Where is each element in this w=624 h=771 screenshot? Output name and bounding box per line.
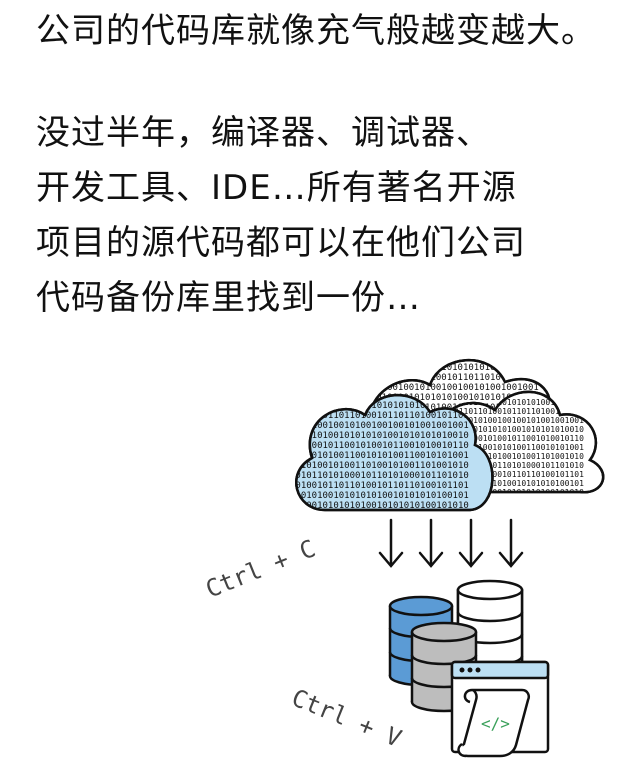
binary-text-row: 010101001010101010010101010100101 xyxy=(290,491,469,501)
binary-text-row: 101001011011010010110110100101101 xyxy=(360,373,539,383)
binary-text-row: 001011010100010110101000101101010 xyxy=(425,461,584,470)
binary-text-row: 010010101010100101010101001010101 xyxy=(290,401,469,411)
text-line: 开发工具、IDE…所有著名开源 xyxy=(36,168,517,208)
arrow-down-icon xyxy=(458,518,484,568)
binary-text-row: 101001010101010010101010100101010 xyxy=(290,501,469,511)
binary-text-row: 010010010010100100100101001001001 xyxy=(425,416,584,425)
copy-shortcut-label: Ctrl + C xyxy=(202,534,320,603)
binary-text-row: 010010101010100101010101001010101 xyxy=(360,363,539,373)
cloud-left: 0100101010101001010101010010101011010010… xyxy=(290,393,494,512)
binary-text-row: 010010010010100100100101001001001 xyxy=(360,383,539,393)
text-line: 公司的代码库就像充气般越变越大。 xyxy=(36,11,596,51)
code-tag-label: </> xyxy=(481,714,510,733)
binary-text-row: 010101001010101010010101010100101 xyxy=(425,479,584,488)
binary-text-row: 010100101100101001011001010010110 xyxy=(290,441,469,451)
main-paragraph: 没过半年，编译器、调试器、 开发工具、IDE…所有著名开源 项目的源代码都可以在… xyxy=(36,106,526,326)
binary-text-row: 010010101010100101010101001010101 xyxy=(425,398,584,407)
binary-text-row: 101001011011010010110110100101101 xyxy=(290,411,469,421)
binary-text-row: 010010010010100100100101001001001 xyxy=(290,421,469,431)
code-scroll-icon xyxy=(457,688,530,758)
binary-text-row: 001011010100010110101000101101010 xyxy=(290,471,469,481)
binary-text-row: 100101010011001010100110010101001 xyxy=(425,443,584,452)
binary-text-row: 011010010100110100101001101001010 xyxy=(290,461,469,471)
text-line: 没过半年，编译器、调试器、 xyxy=(36,113,491,153)
binary-text-row: 011010010100110100101001101001010 xyxy=(425,452,584,461)
binary-text-row: 101001011011010010110110100101101 xyxy=(425,407,584,416)
binary-text-row: 100101010011001010100110010101001 xyxy=(290,451,469,461)
arrow-down-icon xyxy=(418,518,444,568)
download-arrows xyxy=(378,518,524,568)
binary-text-row: 101001011011010010110110100101101 xyxy=(425,470,584,479)
binary-text-row: 101001010101010010101010100101010 xyxy=(425,488,584,497)
text-line: 代码备份库里找到一份… xyxy=(36,278,421,318)
intro-paragraph: 公司的代码库就像充气般越变越大。 xyxy=(36,4,596,59)
paste-shortcut-label: Ctrl + V xyxy=(288,684,406,753)
binary-text-row: 101001011011010010110110100101101 xyxy=(290,481,469,491)
binary-text-row: 101010100101010101001010101010010 xyxy=(290,431,469,441)
binary-text-row: 101010100101010101001010101010010 xyxy=(425,425,584,434)
arrow-down-icon xyxy=(378,518,404,568)
binary-text-row: 010100101100101001011001010010110 xyxy=(425,434,584,443)
arrow-down-icon xyxy=(498,518,524,568)
binary-text-row: 101010100101010101001010101010010 xyxy=(360,393,539,403)
text-line: 项目的源代码都可以在他们公司 xyxy=(36,223,526,263)
